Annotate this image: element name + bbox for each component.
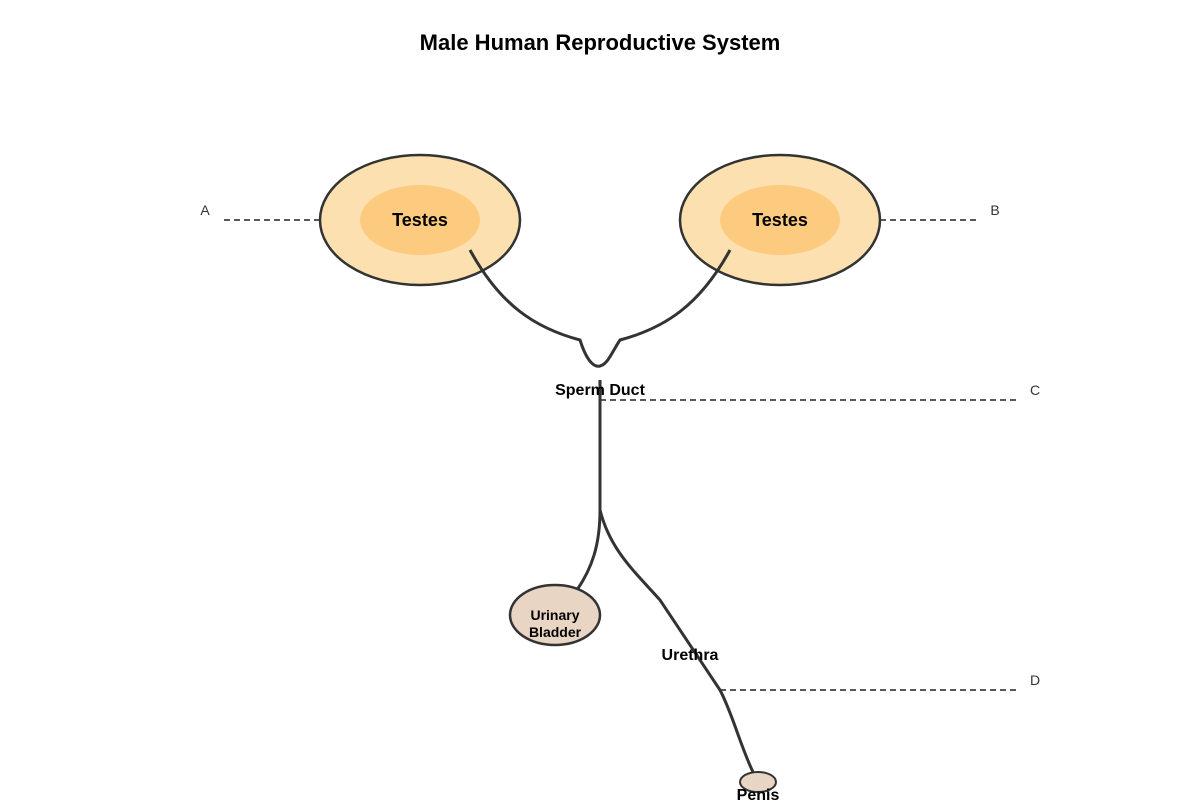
callout-a: A xyxy=(200,202,210,218)
testis-right-label: Testes xyxy=(752,210,808,230)
callout-d: D xyxy=(1030,672,1040,688)
testis-left-label: Testes xyxy=(392,210,448,230)
bladder-shape xyxy=(508,583,602,647)
diagram-title: Male Human Reproductive System xyxy=(420,30,781,55)
testis-right: Testes xyxy=(678,153,882,287)
urethra-path xyxy=(598,509,755,773)
bladder-label-line2: Bladder xyxy=(529,624,582,640)
callout-c: C xyxy=(1030,382,1040,398)
sperm-duct-label: Sperm Duct xyxy=(555,382,645,399)
sperm-duct-curves xyxy=(468,249,732,368)
testis-left-inner xyxy=(360,185,480,255)
callout-b: B xyxy=(990,202,999,218)
urethra-label: Urethra xyxy=(662,647,719,664)
penis-shape xyxy=(739,771,777,793)
bladder-label-line1: Urinary xyxy=(530,607,579,623)
penis-label: Penis xyxy=(737,787,780,800)
testis-right-inner xyxy=(720,185,840,255)
bladder-branch xyxy=(575,509,602,591)
penis: Penis xyxy=(737,771,780,800)
urinary-bladder: Urinary Bladder xyxy=(508,583,602,647)
testis-left: Testes xyxy=(318,153,522,287)
